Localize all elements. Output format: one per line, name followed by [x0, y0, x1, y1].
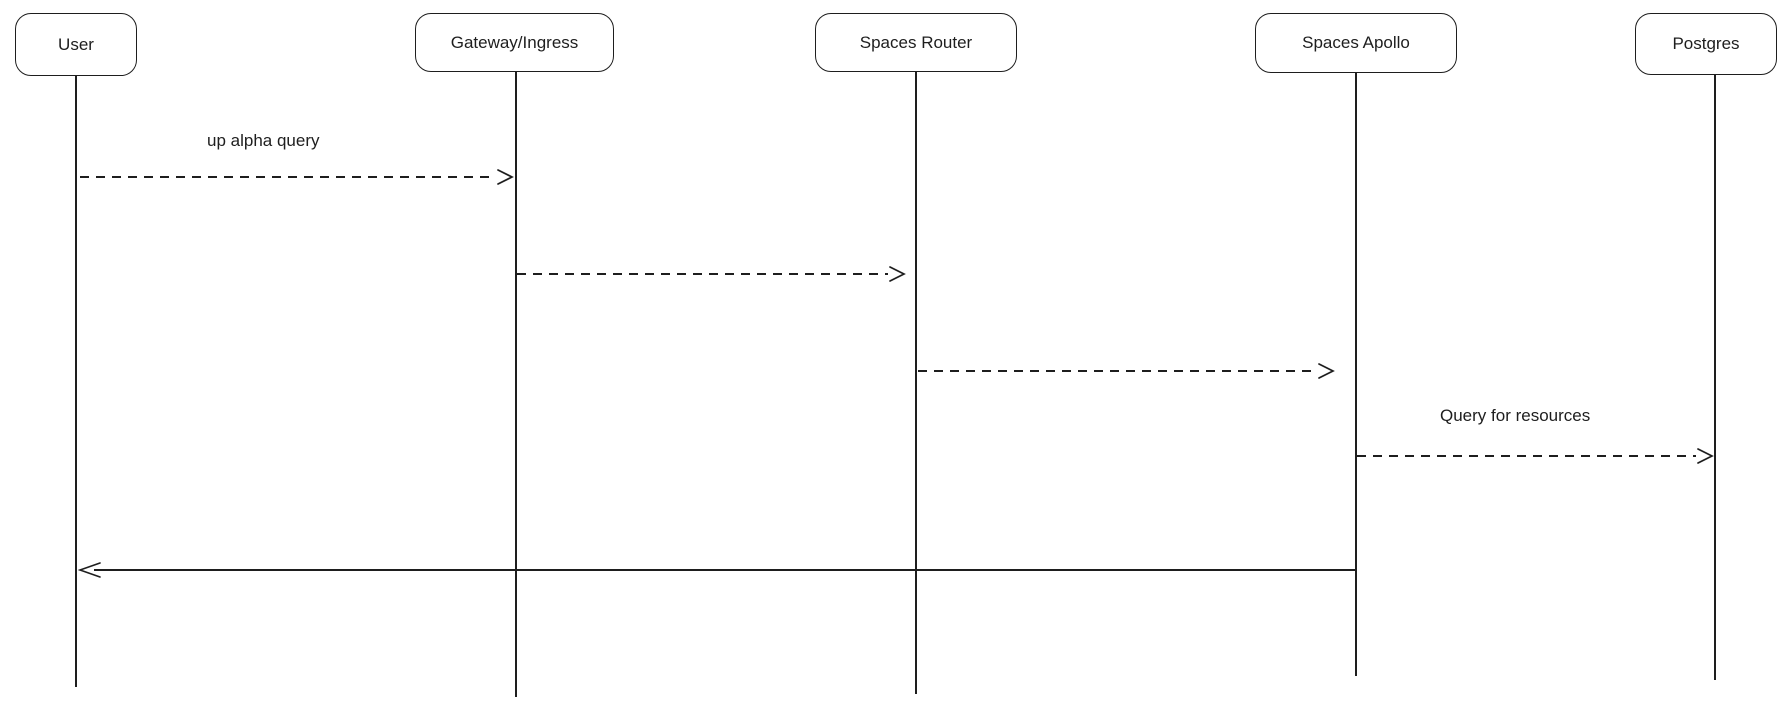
actor-box-postgres: Postgres [1635, 13, 1777, 75]
actor-box-user: User [15, 13, 137, 76]
arrowhead-right-icon [497, 169, 514, 185]
actor-box-spaces-apollo: Spaces Apollo [1255, 13, 1457, 73]
lifeline-gateway-ingress [515, 72, 517, 697]
lifeline-spaces-router [915, 72, 917, 694]
lifeline-spaces-apollo [1355, 73, 1357, 676]
message-arrow-1-line [80, 176, 496, 178]
actor-label-spaces-router: Spaces Router [859, 32, 973, 52]
lifeline-user [75, 76, 77, 687]
actor-label-gateway-ingress: Gateway/Ingress [450, 32, 579, 52]
actor-label-user: User [58, 34, 94, 54]
arrowhead-right-icon [1697, 448, 1714, 464]
arrowhead-left-icon [78, 562, 101, 578]
arrowhead-right-icon [1318, 363, 1335, 379]
arrowhead-right-icon [889, 266, 906, 282]
actor-box-spaces-router: Spaces Router [815, 13, 1017, 72]
message-arrow-4-line [1357, 455, 1696, 457]
actor-label-spaces-apollo: Spaces Apollo [1302, 33, 1410, 52]
actor-box-gateway-ingress: Gateway/Ingress [415, 13, 614, 72]
message-label-query-for-resources: Query for resources [1440, 406, 1591, 425]
actor-label-postgres: Postgres [1672, 34, 1740, 53]
message-arrow-2-line [517, 273, 888, 275]
message-arrow-3-line [918, 370, 1317, 372]
message-arrow-5-line [94, 569, 1356, 571]
lifeline-postgres [1714, 75, 1716, 680]
message-label-up-alpha-query: up alpha query [207, 131, 320, 150]
